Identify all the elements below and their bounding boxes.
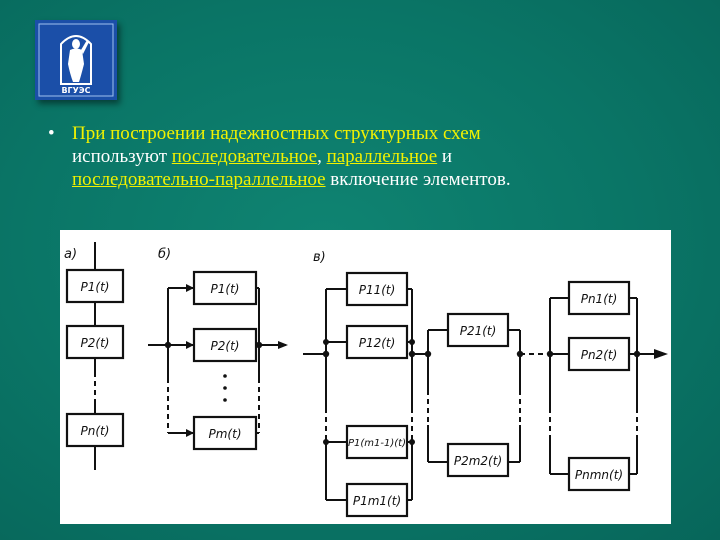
- block-an-label: Pn(t): [81, 424, 110, 438]
- parallel-scheme: P1(t) P2(t) Pm(t): [148, 270, 288, 451]
- block-b2-label: P2(t): [211, 339, 240, 353]
- bullet-paragraph: • При построении надежностных структурны…: [48, 122, 688, 191]
- block-c21-label: P21(t): [460, 324, 497, 338]
- block-a2: [65, 324, 125, 360]
- block-c2m2: [446, 442, 510, 478]
- bullet-text-part3: ,: [317, 146, 327, 167]
- block-cnmn-label: Pnmn(t): [575, 468, 623, 482]
- block-c12: [345, 324, 409, 360]
- series-scheme: P1(t) P2(t) Pn(t): [65, 242, 125, 470]
- block-cn1-label: Pn1(t): [581, 292, 618, 306]
- block-a1-label: P1(t): [81, 280, 110, 294]
- bullet-text-line1: При построении надежностных структурных …: [72, 123, 481, 144]
- label-a: а): [64, 247, 77, 262]
- block-c2m2-label: P2m2(t): [454, 454, 502, 468]
- bullet-dot: •: [48, 123, 55, 144]
- block-c11-label: P11(t): [359, 283, 396, 297]
- label-b: б): [158, 247, 171, 262]
- block-cnmn: [567, 456, 631, 492]
- label-c: в): [313, 250, 326, 265]
- block-c21: [446, 312, 510, 348]
- block-b1: [192, 270, 258, 306]
- block-bm-label: Pm(t): [209, 427, 242, 441]
- link-parallel[interactable]: параллельное: [326, 146, 438, 167]
- block-b1-label: P1(t): [211, 282, 240, 296]
- link-serial-parallel[interactable]: последовательно-параллельное: [72, 169, 326, 190]
- bullet-text-part2: используют: [72, 146, 172, 167]
- block-a1: [65, 268, 125, 304]
- bullet-text: При построении надежностных структурных …: [72, 122, 688, 191]
- block-cn1: [567, 280, 631, 316]
- series-parallel-scheme: P11(t) P12(t) P1(m1-1)(t) P1m1(t) P: [303, 271, 668, 518]
- block-cn2-label: Pn2(t): [581, 348, 618, 362]
- bullet-text-part4: и: [437, 146, 453, 167]
- block-c12-label: P12(t): [359, 336, 396, 350]
- logo-caption: ВГУЭС: [61, 86, 90, 95]
- block-an: [65, 412, 125, 448]
- reliability-diagram: а) б) в) P1(t) P2(t) Pn(t): [60, 230, 671, 524]
- block-c1m1-label: P1m1(t): [353, 494, 401, 508]
- university-logo: ВГУЭС: [35, 20, 117, 100]
- block-c1m1-1-label: P1(m1-1)(t): [348, 438, 406, 449]
- block-a2-label: P2(t): [81, 336, 110, 350]
- bullet-text-part5: включение элементов.: [325, 169, 511, 190]
- link-serial[interactable]: последовательное: [171, 146, 318, 167]
